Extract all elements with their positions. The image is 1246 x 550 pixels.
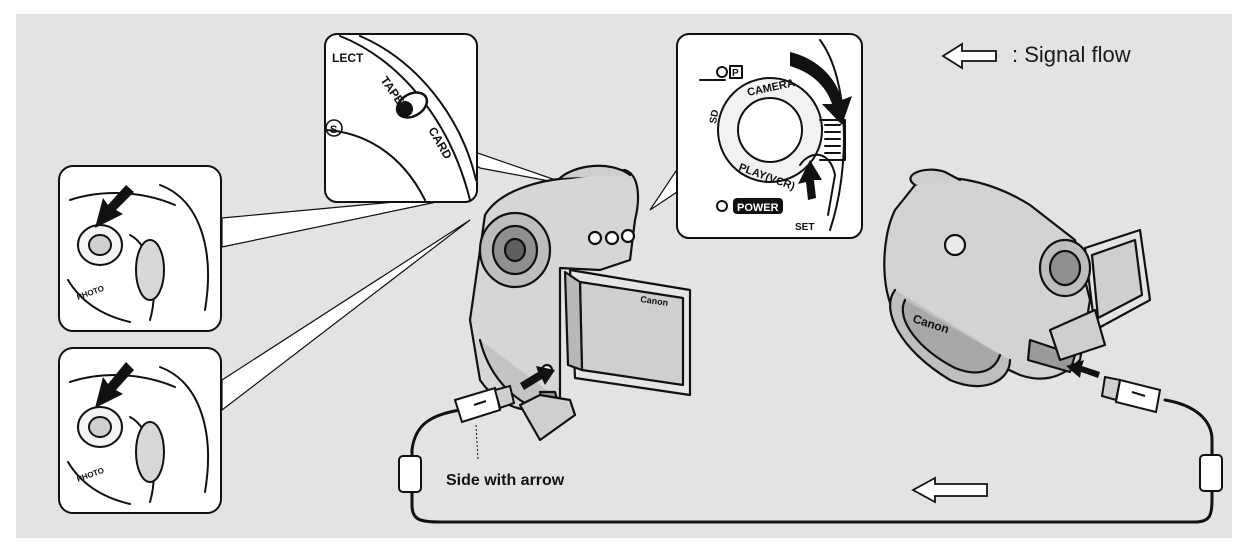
- press-arrow-icon: [95, 185, 134, 228]
- photo-callout-bottom: PHOTO: [58, 219, 471, 514]
- push-arrow-icon: [798, 160, 822, 200]
- rotate-arrow-icon: [790, 52, 852, 125]
- left-brand: Canon: [640, 294, 669, 308]
- select-label: LECT: [332, 51, 364, 65]
- sd-label: SD: [708, 109, 721, 125]
- right-plug: [1100, 375, 1162, 414]
- legend-label: : Signal flow: [1012, 42, 1131, 67]
- power-label: POWER: [737, 202, 779, 214]
- dial-callout: P CAMERA PLAY(VCR) SD POWER SET: [649, 33, 863, 239]
- set-label: SET: [795, 222, 814, 233]
- hollow-arrow-left-icon: [941, 42, 997, 70]
- photo-callout-top: PHOTO: [58, 165, 471, 332]
- left-plug: [453, 384, 516, 424]
- s-label: S: [330, 124, 337, 136]
- right-camcorder: Canon: [883, 168, 1152, 388]
- legend: : Signal flow: [941, 42, 1131, 70]
- left-camcorder: Canon: [468, 164, 692, 442]
- connect-arrow-icon: [520, 366, 555, 390]
- cable-side-label: Side with arrow: [446, 472, 565, 489]
- connect-arrow-icon: [1066, 360, 1100, 378]
- signal-flow-arrow-icon: [911, 476, 988, 504]
- av-cable: Side with arrow: [398, 375, 1223, 524]
- press-arrow-icon: [95, 362, 134, 408]
- mode-switch-callout: LECT TAPE CARD S: [324, 33, 571, 203]
- p-label: P: [732, 68, 739, 79]
